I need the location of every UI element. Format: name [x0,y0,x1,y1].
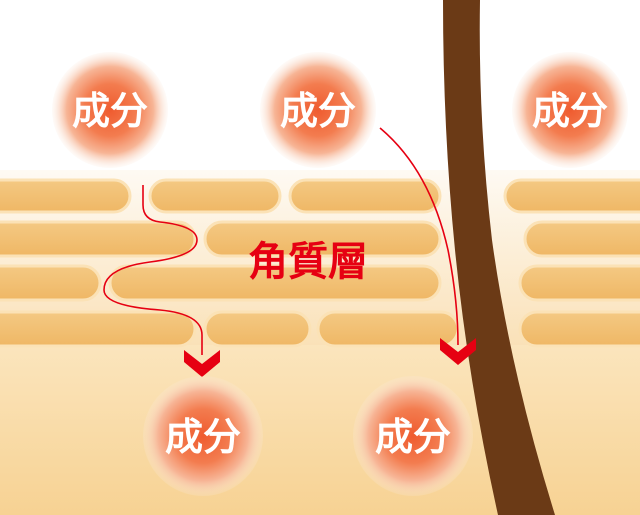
ingredient-orb-bottom-left: 成分 [143,376,263,496]
cell [0,310,197,348]
penetration-path-follicular [379,127,459,346]
cell [316,310,460,348]
hair-shaft [443,0,555,515]
orb-glow [143,376,263,496]
corneocyte-cells [0,178,640,348]
orb-label: 成分 [280,89,356,133]
cell [108,264,442,302]
orb-label: 成分 [532,89,608,133]
orb-label: 成分 [72,89,148,133]
cell [0,264,102,302]
ingredient-orb-top-right: 成分 [512,52,628,168]
cell [288,178,442,214]
orb-label: 成分 [165,415,241,459]
cell [203,310,312,348]
orb-glow [260,52,376,168]
orb-glow [512,52,628,168]
orb-glow [353,376,473,496]
orb-label: 成分 [375,415,451,459]
orb-glow [52,52,168,168]
ingredient-orb-bottom-right: 成分 [353,376,473,496]
arrow-head-icon [184,350,220,377]
ingredient-orb-top-left: 成分 [52,52,168,168]
ingredient-orb-top-center: 成分 [260,52,376,168]
cell [203,220,442,258]
cell [148,178,282,214]
cell [0,220,197,258]
penetration-path-intercellular [103,185,203,355]
cell [523,220,640,258]
cell [518,264,640,302]
arrow-head-icon [440,338,476,365]
cell [0,178,132,214]
cell [518,310,640,348]
cell [503,178,640,214]
stratum-corneum-label: 角質層 [248,239,368,285]
